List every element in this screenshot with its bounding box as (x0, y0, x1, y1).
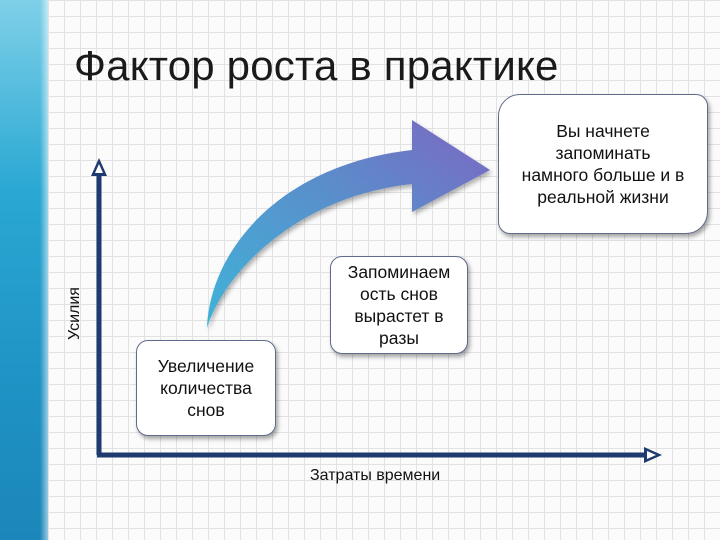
y-axis-label: Усилия (66, 287, 83, 340)
box-2-line: Запоминаем (347, 262, 451, 282)
box-1-line: Увеличение (157, 356, 255, 376)
box-3-line: намного больше и в (521, 165, 685, 185)
box-3-line: Вы начнете (556, 121, 650, 141)
box-dream-recall: Запоминаем ость снов вырастет в разы (330, 256, 468, 354)
box-1-line: снов (187, 400, 225, 420)
box-3-line: запоминать (555, 143, 651, 163)
decorative-sidebar (0, 0, 48, 540)
box-2-line: ость снов (360, 284, 438, 304)
box-2-line: разы (379, 328, 419, 348)
box-1-line: количества (160, 378, 252, 398)
box-more-dreams: Увеличение количества снов (136, 340, 276, 436)
slide-title: Фактор роста в практике (74, 42, 559, 89)
growth-arrow (207, 120, 490, 328)
x-axis-arrowhead-inner (647, 451, 656, 459)
x-axis-label: Затраты времени (310, 467, 441, 484)
sidebar-highlight (40, 0, 48, 540)
box-3-line: реальной жизни (537, 187, 669, 207)
box-2-line: вырастет в (354, 306, 444, 326)
y-axis-arrowhead-inner (95, 164, 103, 173)
box-real-life-memory: Вы начнете запоминать намного больше и в… (498, 94, 708, 234)
